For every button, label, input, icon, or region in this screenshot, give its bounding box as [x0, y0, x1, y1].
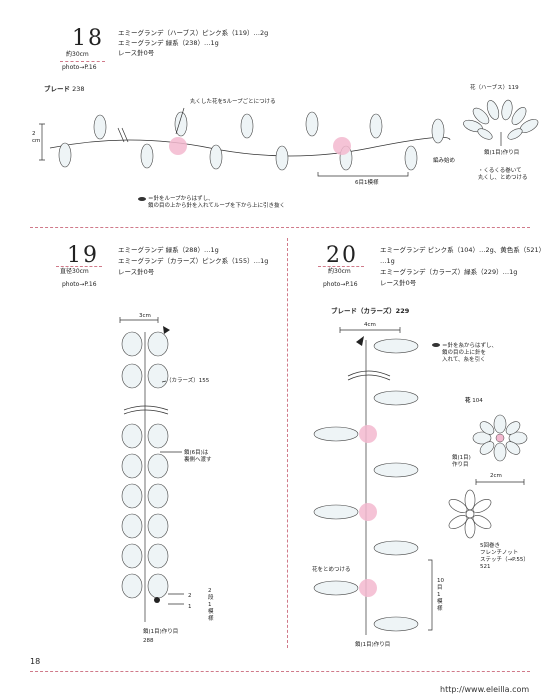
- pattern-18-photo-ref: photo→P.16: [62, 64, 97, 71]
- braid-18-upper-loops: [93, 111, 445, 144]
- pattern-18-legend: ＝針をループからはずし、 鎖の目の上から針を入れてループを下から上に引き抜く: [148, 196, 286, 209]
- flower-18: [463, 99, 539, 146]
- pattern-19-chain-code: 288: [143, 638, 154, 644]
- flower-label-text: 花: [465, 398, 471, 404]
- pattern-18-yarn-1: エミーグランデ（ハーブス）ピンク系（119）…2g: [118, 29, 269, 37]
- pattern-20-chain1: 鎖(1目) 作り目: [452, 455, 471, 468]
- pattern-20-title-rule: [318, 266, 364, 267]
- attach-point-20b: [359, 503, 377, 521]
- pattern-18-yarn-2: エミーグランデ 緑系（238）…1g: [118, 39, 219, 47]
- pattern-20-yarn-2: …1g: [380, 257, 395, 265]
- attach-point-20a: [359, 425, 377, 443]
- pattern-18-roll-note: ・くるくる巻いて 丸くし、とめつける: [478, 168, 528, 181]
- pattern-20-french-knot: 5回巻き フレンチノット ステッチ（→P.55） 521: [480, 543, 529, 570]
- pattern-18-2cm: 2 cm: [32, 131, 41, 144]
- section-divider-vertical: [287, 238, 288, 648]
- pattern-20-braid-label: ブレード（カラーズ）229: [331, 307, 410, 315]
- pattern-20-yarn-4: レース針0号: [380, 279, 417, 287]
- pattern-19-number: 19: [67, 243, 99, 268]
- pattern-20-chain-start: 鎖(1目)作り目: [355, 642, 391, 648]
- pattern-20-flower-label: 花 104: [465, 398, 483, 405]
- pattern-20-legend: ＝針を糸からはずし、 鎖の目の上に針を 入れて、糸を引く: [442, 343, 498, 363]
- pattern-19-chain-start: 鎖(1目)作り目: [143, 629, 179, 635]
- watermark-url: http://www.eleilla.com: [440, 685, 530, 694]
- pattern-18-title-rule: [60, 61, 105, 62]
- flower-20-outline: [448, 489, 492, 539]
- pattern-18-repeat: 6目1模様: [355, 180, 379, 186]
- pattern-18-start: 編み始め: [433, 158, 456, 164]
- pattern-20-size: 約30cm: [328, 268, 351, 275]
- pattern-20-yarn-1: エミーグランデ ピンク系（104）…2g、黄色系（521）: [380, 246, 546, 254]
- flower-20: [472, 414, 528, 462]
- pattern-20-2cm: 2cm: [490, 473, 502, 479]
- braid-20-leaves: [313, 338, 419, 632]
- section-divider-horizontal: [30, 227, 530, 228]
- pattern-19-step1: 1: [188, 604, 192, 610]
- braid-code: 238: [72, 85, 85, 93]
- attach-point-2: [333, 137, 351, 155]
- pattern-19-step2: 2: [188, 593, 192, 599]
- pattern-19-size: 直径30cm: [60, 268, 89, 275]
- pattern-19-3cm: 3cm: [139, 313, 151, 319]
- pattern-20-photo-ref: photo→P.16: [323, 281, 358, 288]
- attach-point-1: [169, 137, 187, 155]
- pattern-19-yarn-1: エミーグランデ 緑系（288）…1g: [118, 246, 219, 254]
- pattern-19-yarn-3: レース針0号: [118, 268, 155, 276]
- flower-code: 104: [472, 398, 483, 404]
- pattern-19-row-note: 2 段 1 模 様: [208, 588, 214, 622]
- pattern-19-chain6: 鎖(6目)は 裏側へ渡す: [184, 450, 212, 463]
- pattern-20-repeat: 10 目 1 模 様: [437, 578, 444, 612]
- page-number: 18: [30, 657, 41, 666]
- pattern-18-size: 約30cm: [66, 51, 89, 58]
- pattern-19-photo-ref: photo→P.16: [62, 281, 97, 288]
- pattern-20-number: 20: [326, 243, 358, 268]
- pattern-20-attach: 花をとめつける: [312, 567, 351, 573]
- pattern-18-braid-label: ブレード 238: [44, 85, 85, 94]
- pattern-19-colors-label: （カラーズ）155: [166, 378, 210, 384]
- pattern-20-4cm: 4cm: [364, 322, 376, 328]
- attach-point-20c: [359, 579, 377, 597]
- pattern-19-title-rule: [56, 266, 102, 267]
- pattern-18-flower-label: 花（ハーブス）119: [470, 85, 519, 91]
- pattern-18-attach-note: 丸くした花を5ループごとにつける: [190, 99, 276, 105]
- braid-19-units: [121, 331, 169, 599]
- braid-label-text: ブレード: [44, 85, 70, 93]
- pattern-18-chain-start: 鎖(1目)作り目: [484, 150, 520, 156]
- pattern-18-number: 18: [72, 26, 104, 51]
- pattern-20-yarn-3: エミーグランデ（カラーズ）緑系（229）…1g: [380, 268, 518, 276]
- pattern-19-yarn-2: エミーグランデ（カラーズ）ピンク系（155）…1g: [118, 257, 269, 265]
- footer-rule: [30, 671, 530, 672]
- pattern-18-yarn-3: レース針0号: [118, 49, 155, 57]
